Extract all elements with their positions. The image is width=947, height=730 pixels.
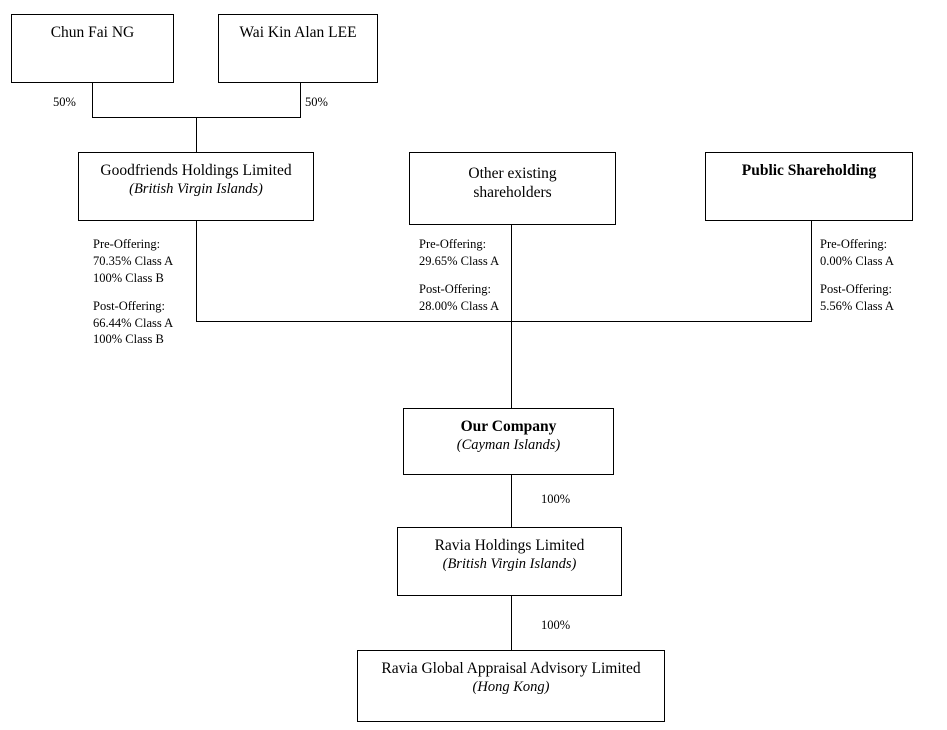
box-ravia-global-appraisal-advisory: Ravia Global Appraisal Advisory Limited … xyxy=(357,650,665,722)
box-goodfriends-holdings: Goodfriends Holdings Limited (British Vi… xyxy=(78,152,314,221)
connector-shareholder-bus xyxy=(196,321,812,322)
connector-public-shareholding-down xyxy=(811,221,812,321)
annotation-public-spacer xyxy=(820,270,894,281)
annotation-other-pre-line-0: 29.65% Class A xyxy=(419,253,500,268)
annotation-goodfriends-pre-line-1: 100% Class B xyxy=(93,270,164,285)
annotation-public-shareholding-ownership: Pre-Offering: 0.00% Class A Post-Offerin… xyxy=(820,236,894,315)
edge-label-ravia-holdings-100: 100% xyxy=(541,618,571,632)
annotation-public-pre-line-0: 0.00% Class A xyxy=(820,253,894,268)
box-goodfriends-title: Goodfriends Holdings Limited xyxy=(100,162,292,179)
box-ravia-global-title: Ravia Global Appraisal Advisory Limited xyxy=(381,660,641,677)
annotation-goodfriends-post-line-0: 66.44% Class A xyxy=(93,315,174,330)
annotation-other-shareholders-ownership: Pre-Offering: 29.65% Class A Post-Offeri… xyxy=(419,236,499,315)
annotation-goodfriends-ownership: Pre-Offering: 70.35% Class A 100% Class … xyxy=(93,236,173,348)
annotation-other-post-label: Post-Offering: xyxy=(419,281,491,296)
annotation-public-post-label: Post-Offering: xyxy=(820,281,892,296)
annotation-public-post-line-0: 5.56% Class A xyxy=(820,298,894,313)
annotation-goodfriends-post-label: Post-Offering: xyxy=(93,298,165,313)
annotation-goodfriends-pre-line-0: 70.35% Class A xyxy=(93,253,174,268)
connector-ng-down xyxy=(92,83,93,118)
box-chun-fai-ng: Chun Fai NG xyxy=(11,14,174,83)
annotation-goodfriends-post-line-1: 100% Class B xyxy=(93,332,164,347)
edge-label-our-company-100: 100% xyxy=(541,492,571,506)
connector-center-spine xyxy=(511,225,512,408)
annotation-other-spacer xyxy=(419,270,499,281)
box-wai-kin-alan-lee: Wai Kin Alan LEE xyxy=(218,14,378,83)
annotation-other-pre-label: Pre-Offering: xyxy=(419,237,487,251)
box-ravia-holdings: Ravia Holdings Limited (British Virgin I… xyxy=(397,527,622,596)
connector-lee-down xyxy=(300,83,301,118)
box-other-existing-shareholders: Other existing shareholders xyxy=(409,152,616,225)
annotation-goodfriends-spacer xyxy=(93,287,173,298)
box-ravia-holdings-jurisdiction: (British Virgin Islands) xyxy=(442,555,577,572)
box-public-shareholding-title: Public Shareholding xyxy=(741,162,877,179)
edge-label-ng-50: 50% xyxy=(53,95,76,109)
connector-bus-to-goodfriends xyxy=(196,117,197,153)
box-goodfriends-jurisdiction: (British Virgin Islands) xyxy=(129,180,263,197)
edge-label-lee-50: 50% xyxy=(305,95,328,109)
annotation-goodfriends-pre-label: Pre-Offering: xyxy=(93,237,161,251)
box-chun-fai-ng-title: Chun Fai NG xyxy=(50,24,135,41)
box-public-shareholding: Public Shareholding xyxy=(705,152,913,221)
box-ravia-holdings-title: Ravia Holdings Limited xyxy=(434,537,585,554)
annotation-public-pre-label: Pre-Offering: xyxy=(820,237,888,251)
box-our-company: Our Company (Cayman Islands) xyxy=(403,408,614,475)
box-other-shareholders-title: Other existing xyxy=(468,165,557,182)
connector-ravia-holdings-to-ravia-global xyxy=(511,596,512,650)
box-our-company-title: Our Company xyxy=(460,418,557,435)
box-ravia-global-jurisdiction: (Hong Kong) xyxy=(472,678,550,695)
box-wai-kin-alan-lee-title: Wai Kin Alan LEE xyxy=(239,24,357,41)
box-our-company-jurisdiction: (Cayman Islands) xyxy=(456,436,561,453)
box-other-shareholders-title2: shareholders xyxy=(473,183,552,201)
connector-goodfriends-down xyxy=(196,221,197,321)
connector-our-company-to-ravia-holdings xyxy=(511,475,512,527)
annotation-other-post-line-0: 28.00% Class A xyxy=(419,298,500,313)
